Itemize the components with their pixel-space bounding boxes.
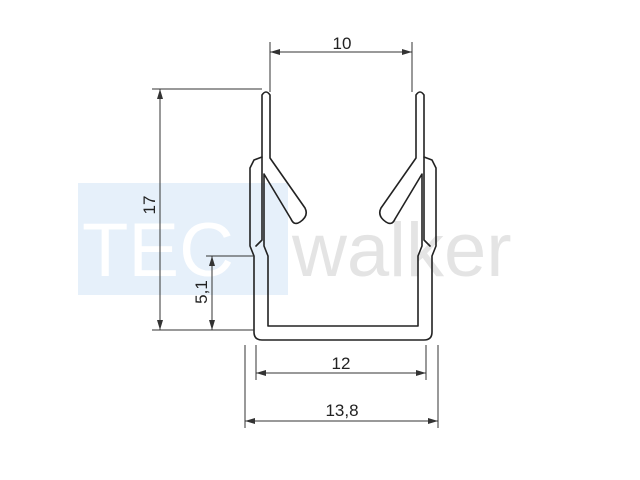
watermark-tec-background	[78, 183, 288, 295]
dimension-step-height-label: 5,1	[192, 280, 211, 304]
watermark-tec-text: TEC	[82, 208, 234, 293]
profile-outline	[249, 91, 437, 341]
profile-inner-line	[255, 156, 431, 247]
u-channel-profile	[249, 91, 437, 341]
dimension-height: 17	[140, 88, 262, 331]
dimension-outer-width-label: 13,8	[325, 401, 358, 420]
dimension-top-opening: 10	[269, 34, 413, 92]
dimension-step-height: 5,1	[192, 255, 254, 330]
watermark-walker-text: walker	[291, 208, 512, 293]
dimension-inner-width: 12	[255, 345, 427, 380]
dimension-top-opening-label: 10	[333, 34, 352, 53]
dimension-height-label: 17	[140, 196, 159, 215]
dimension-inner-width-label: 12	[332, 354, 351, 373]
dimension-outer-width: 13,8	[244, 345, 439, 428]
